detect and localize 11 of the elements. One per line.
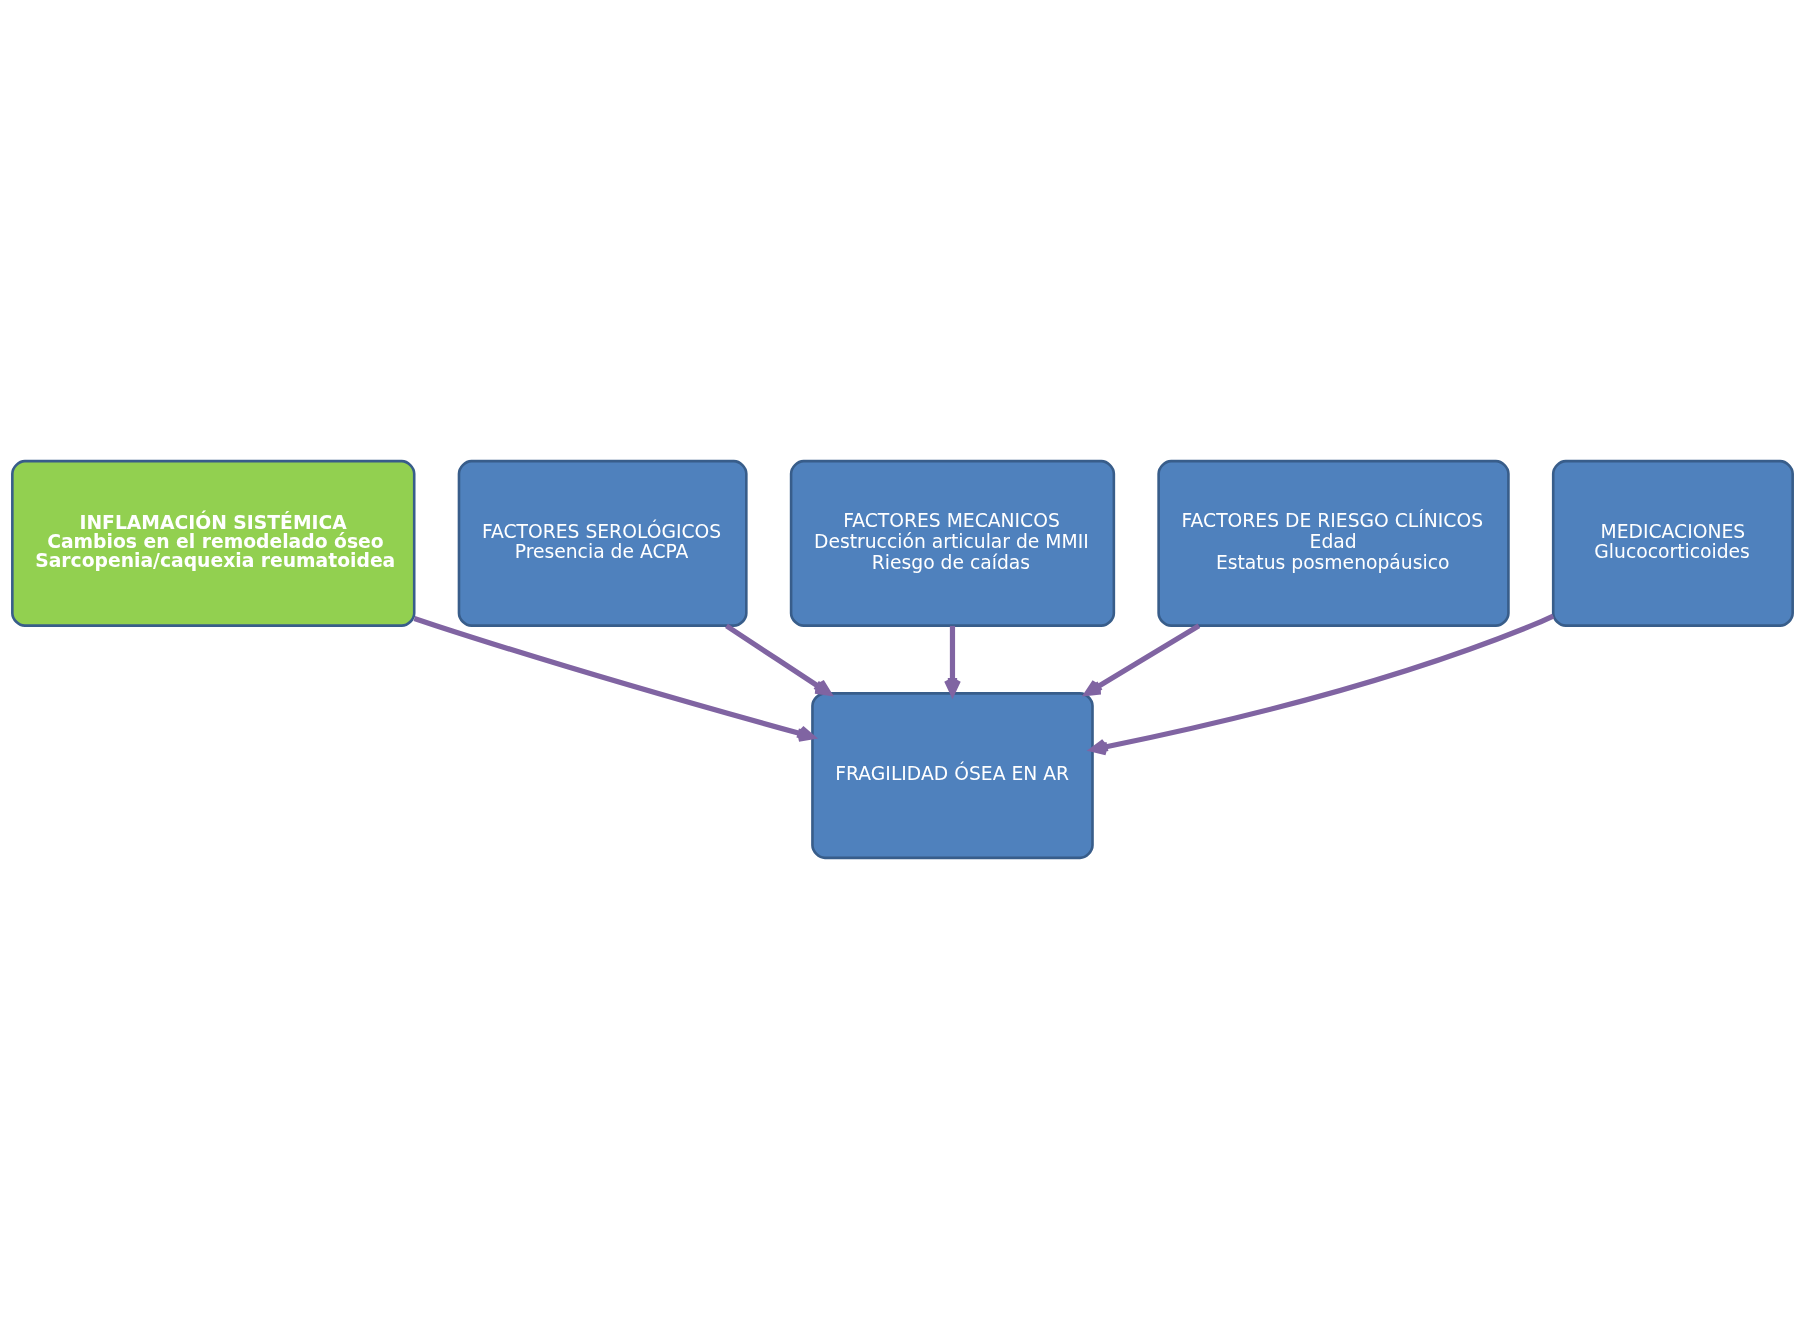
arrow xyxy=(413,615,816,742)
node-box: MEDICACIONES Glucocorticoides xyxy=(1551,459,1794,627)
arrow xyxy=(944,625,961,696)
node-box: FACTORES MECANICOS Destrucción articular de MMII Riesgo de caídas xyxy=(789,459,1116,627)
arrow xyxy=(725,623,832,696)
node-box: INFLAMACIÓN SISTÉMICA Cambios en el remodelado óseo Sarcopenia/caquexia reumatoidea xyxy=(11,459,416,627)
node-box: FACTORES SEROLÓGICOS Presencia de ACPA xyxy=(457,459,748,627)
arrow xyxy=(1084,623,1201,696)
node-box: FRAGILIDAD ÓSEA EN AR xyxy=(811,691,1094,859)
arrow xyxy=(1089,613,1555,755)
node-box: FACTORES DE RIESGO CLÍNICOS Edad Estatus posmenopáusico xyxy=(1157,459,1510,627)
